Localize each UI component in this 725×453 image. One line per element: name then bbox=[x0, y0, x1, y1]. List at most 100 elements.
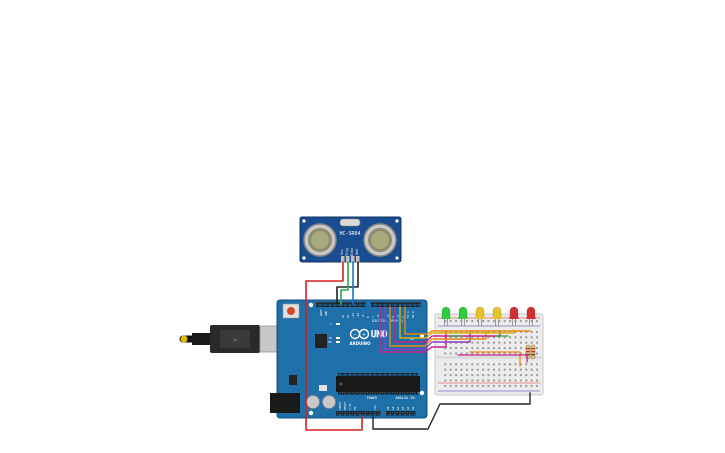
bottom-terminal-holes[interactable] bbox=[441, 360, 538, 382]
reset-button-cap[interactable] bbox=[287, 307, 295, 315]
led-green[interactable] bbox=[441, 306, 451, 326]
led-row[interactable] bbox=[441, 306, 536, 326]
analog-label: ANALOG IN bbox=[396, 396, 415, 400]
reset-pin-label: RESET bbox=[343, 401, 347, 410]
crystal bbox=[319, 385, 327, 391]
mount-hole bbox=[419, 333, 425, 339]
center-gap bbox=[436, 356, 542, 359]
led-red[interactable] bbox=[509, 306, 519, 326]
analog-pin-label: A3 bbox=[401, 406, 405, 410]
capacitor bbox=[322, 395, 336, 409]
mount-hole bbox=[419, 390, 425, 396]
analog-pin-label: A1 bbox=[391, 406, 395, 410]
wire-led-6 bbox=[404, 306, 531, 335]
digital-pin-label: ~9 bbox=[361, 314, 365, 318]
digital-pin-label: ~3 bbox=[396, 314, 400, 318]
digital-pin-label: ~6 bbox=[376, 314, 380, 318]
chip-legs bbox=[338, 373, 418, 395]
digital-pin-label: TX 1 bbox=[406, 311, 410, 318]
v33-label: 3.3V bbox=[348, 403, 352, 410]
svg-text:−: − bbox=[353, 332, 357, 338]
svg-text:+: + bbox=[362, 332, 366, 338]
led-rx-indicator bbox=[336, 341, 340, 343]
digital-pin-label: 12 bbox=[346, 314, 350, 318]
sensor-pins[interactable] bbox=[341, 256, 360, 263]
capacitor bbox=[306, 395, 320, 409]
led-red[interactable] bbox=[526, 306, 536, 326]
wire-led-3 bbox=[389, 306, 487, 347]
power-header[interactable] bbox=[336, 411, 381, 416]
wire-vcc-red bbox=[305, 261, 363, 431]
top-rail-holes[interactable] bbox=[441, 319, 538, 325]
rx-label: RX bbox=[328, 340, 332, 344]
cable-end bbox=[180, 335, 188, 343]
led-tx-indicator bbox=[336, 337, 340, 339]
usb-symbol-icon: ⇌ bbox=[233, 338, 237, 344]
wire-led-2 bbox=[384, 306, 471, 350]
sensor-pin-label: Gnd bbox=[355, 249, 359, 255]
sensor-pin-label: Trig bbox=[345, 248, 349, 256]
regulator bbox=[289, 375, 297, 385]
wire-led-1 bbox=[379, 306, 447, 353]
wire-trig-green bbox=[340, 261, 349, 305]
analog-pin-label: A5 bbox=[411, 406, 415, 410]
digital-pin-label: 8 bbox=[366, 316, 370, 318]
mount-hole bbox=[395, 256, 399, 260]
led-l-indicator bbox=[336, 323, 340, 325]
digital-pin-label: 7 bbox=[371, 316, 375, 318]
sensor-pin-label: Vcc bbox=[340, 249, 344, 255]
analog-pin-label: A0 bbox=[386, 406, 390, 410]
digital-pin-label: ~11 bbox=[351, 313, 355, 318]
atmega-chip bbox=[336, 376, 420, 392]
vin-label: Vin bbox=[373, 405, 377, 410]
analog-header[interactable] bbox=[386, 411, 416, 416]
wire-led-4 bbox=[394, 306, 501, 343]
analog-pin-label: A4 bbox=[406, 406, 410, 410]
aref-label: AREF bbox=[319, 309, 323, 316]
wire-bb-magenta bbox=[457, 354, 528, 363]
digital-pin-label: RX 0 bbox=[411, 311, 415, 318]
mount-hole bbox=[308, 302, 314, 308]
dc-power-jack bbox=[270, 393, 300, 413]
analog-pin-label: A2 bbox=[396, 406, 400, 410]
led-yellow[interactable] bbox=[475, 306, 485, 326]
mount-hole bbox=[395, 219, 399, 223]
digital-pin-label: 4 bbox=[391, 316, 395, 318]
ioref-label: IOREF bbox=[338, 401, 342, 410]
digital-pin-label: ~5 bbox=[386, 314, 390, 318]
power-label: POWER bbox=[367, 396, 378, 400]
bottom-rail-holes[interactable] bbox=[441, 384, 538, 390]
wire-gnd-breadboard-black bbox=[372, 392, 531, 430]
mount-hole bbox=[308, 410, 314, 416]
arduino-brand-label: ARDUINO bbox=[350, 341, 372, 346]
transducer-right bbox=[363, 223, 397, 257]
transducer-left bbox=[303, 223, 337, 257]
led-green[interactable] bbox=[458, 306, 468, 326]
digital-pin-label: 2 bbox=[401, 316, 405, 318]
wire-led-5 bbox=[399, 306, 515, 339]
sensor-pin-label: Echo bbox=[350, 248, 354, 256]
v5-label: 5V bbox=[353, 406, 357, 410]
digital-header-right[interactable] bbox=[371, 302, 421, 307]
mount-hole bbox=[302, 219, 306, 223]
uno-label: UNO bbox=[371, 330, 387, 340]
digital-pin-label: ~10 bbox=[356, 313, 360, 318]
wire-bb-orange bbox=[469, 351, 521, 367]
crystal bbox=[339, 218, 361, 227]
chip-notch bbox=[339, 382, 343, 386]
wires[interactable] bbox=[305, 261, 531, 431]
digital-pin-label: 13 bbox=[341, 314, 345, 318]
arduino-logo: − + bbox=[349, 328, 370, 340]
sensor-model-label: HC-SR04 bbox=[339, 231, 360, 237]
mount-hole bbox=[302, 256, 306, 260]
arduino-uno-board[interactable]: L TX RX ON − + UNO ARDUINO DIGITAL (PWM … bbox=[270, 299, 428, 419]
ultrasonic-sensor[interactable]: HC-SR04 Vcc Trig Echo Gnd bbox=[299, 216, 402, 263]
led-yellow[interactable] bbox=[492, 306, 502, 326]
on-label: ON bbox=[410, 337, 414, 341]
gnd-label: GND bbox=[324, 311, 328, 316]
digital-label: DIGITAL (PWM ~) bbox=[372, 319, 404, 323]
tx-label: TX bbox=[328, 336, 332, 340]
